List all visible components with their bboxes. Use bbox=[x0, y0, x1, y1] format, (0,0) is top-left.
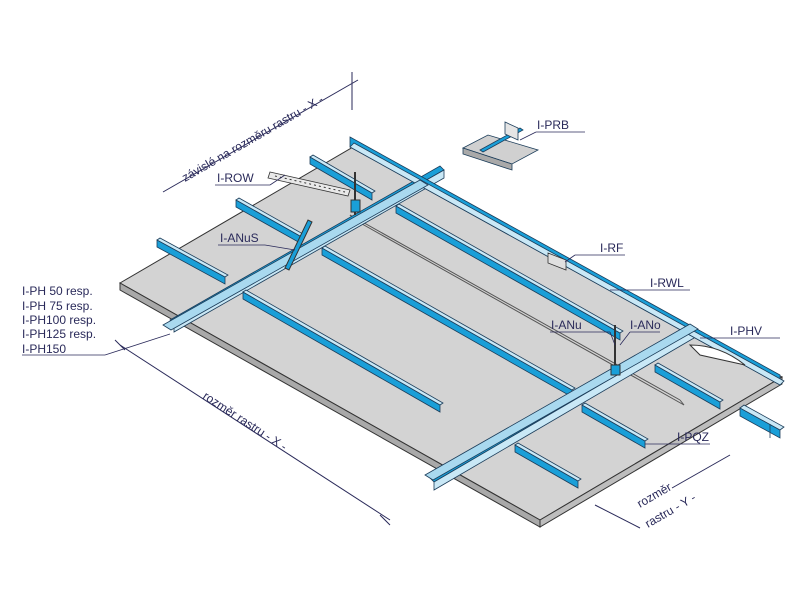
pqz-detail bbox=[739, 404, 785, 439]
dim-bottom-x: rozměr rastru - X - bbox=[200, 389, 289, 454]
label-pqz: I-PQZ bbox=[677, 430, 709, 444]
cross-profiles bbox=[156, 154, 724, 489]
label-ph-0: I-PH 50 resp. bbox=[22, 284, 93, 298]
hanger-anu bbox=[350, 172, 621, 376]
leader-lines bbox=[22, 131, 780, 445]
label-rwl: I-RWL bbox=[650, 276, 684, 290]
rf-clip bbox=[547, 252, 567, 271]
label-ph-4: I-PH150 bbox=[22, 342, 66, 356]
row-profile bbox=[267, 171, 351, 197]
label-anu: I-ANu bbox=[551, 318, 582, 332]
label-rf: I-RF bbox=[600, 241, 623, 255]
prb-detail bbox=[461, 121, 540, 171]
label-row: I-ROW bbox=[217, 171, 254, 185]
label-prb: I-PRB bbox=[537, 118, 569, 132]
label-phv: I-PHV bbox=[730, 324, 762, 338]
label-ph-1: I-PH 75 resp. bbox=[22, 299, 93, 313]
phv-cutout bbox=[688, 344, 746, 366]
hanger-anus bbox=[284, 219, 313, 271]
label-ano: I-ANo bbox=[630, 318, 661, 332]
dimension-lines bbox=[114, 72, 731, 529]
label-anus: I-ANuS bbox=[220, 231, 259, 245]
label-ph-3: I-PH125 resp. bbox=[22, 327, 96, 341]
label-ph-2: I-PH100 resp. bbox=[22, 313, 96, 327]
